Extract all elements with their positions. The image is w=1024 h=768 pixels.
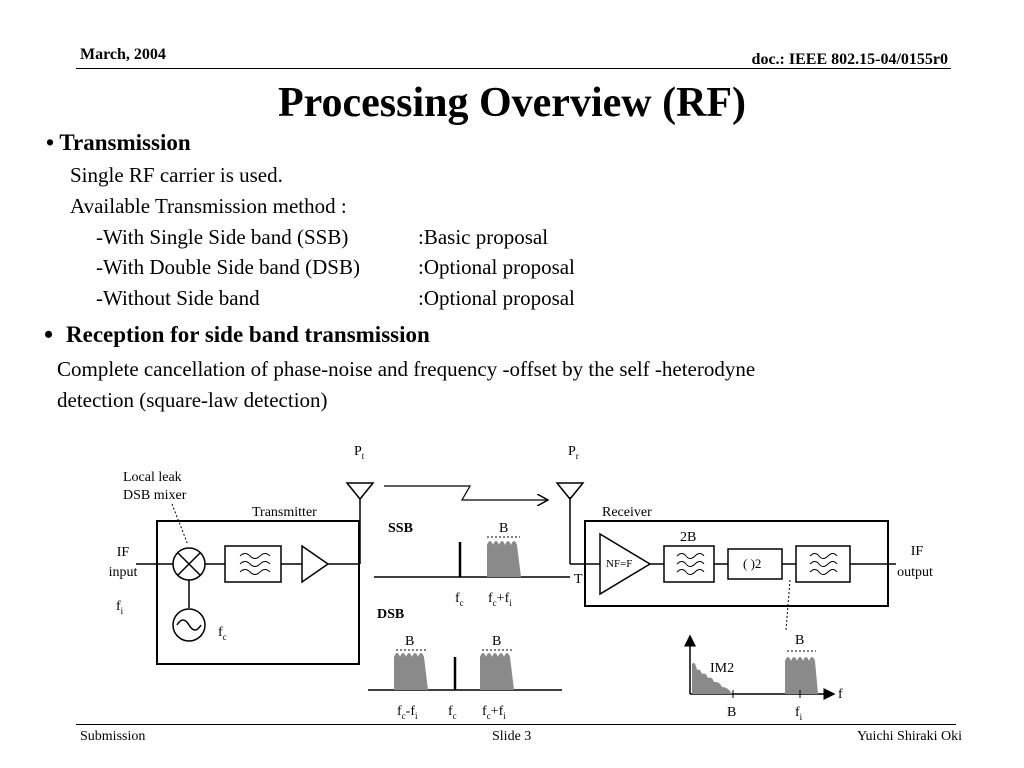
filter-pointer-line — [785, 579, 791, 631]
dsb-b-label: B — [492, 634, 501, 649]
method-name: -With Double Side band (DSB) — [96, 255, 360, 279]
bandpass-filter-2b-icon — [663, 545, 715, 583]
ssb-b-label: B — [499, 521, 508, 536]
header-doc-id: doc.: IEEE 802.15-04/0155r0 — [751, 51, 948, 68]
dsb-upper-sideband — [480, 653, 514, 690]
dsb-lower-sideband — [394, 653, 428, 690]
dsb-mixer-label: DSB mixer — [123, 488, 187, 503]
transmission-line: Available Transmission method : — [70, 194, 347, 218]
pt-label: Pt — [354, 444, 365, 461]
transmitter-box — [156, 520, 360, 665]
transmission-heading-text: Transmission — [59, 130, 191, 155]
reception-heading: Reception for side band transmission — [66, 322, 430, 347]
method-desc: :Optional proposal — [418, 286, 575, 310]
output-filter-icon — [795, 545, 851, 583]
fi-input-label: fi — [116, 599, 124, 616]
oscillator-icon — [172, 608, 206, 642]
leak-pointer-line — [171, 503, 189, 546]
if-output-label: output — [897, 565, 933, 580]
header-date: March, 2004 — [80, 46, 166, 63]
ssb-label: SSB — [388, 521, 413, 536]
header-divider — [76, 68, 951, 69]
filter-2b-label: 2B — [680, 530, 696, 545]
reception-bullet: • — [44, 320, 54, 349]
method-desc: :Basic proposal — [418, 225, 549, 249]
nf-label: NF=F — [606, 558, 632, 570]
if-input-label: input — [109, 565, 138, 580]
transmission-line: Single RF carrier is used. — [70, 163, 283, 187]
pr-label: Pr — [568, 444, 579, 461]
wireless-path-arrow — [384, 485, 548, 500]
fc-label: fc — [455, 591, 464, 608]
fi-axis-label: fi — [795, 705, 803, 722]
local-leak-label: Local leak — [123, 470, 182, 485]
dsb-label: DSB — [377, 607, 404, 622]
reception-line: detection (square-law detection) — [57, 388, 328, 412]
fc-plus-fi-label: fc+fi — [488, 591, 512, 608]
dsb-b-label: B — [405, 634, 414, 649]
tx-antenna-icon — [345, 482, 375, 501]
lna-amplifier-icon — [599, 532, 652, 596]
ssb-sideband — [487, 541, 521, 577]
bandpass-filter-icon — [224, 545, 282, 583]
method-name: -With Single Side band (SSB) — [96, 225, 349, 249]
transmission-bullet: • — [46, 130, 55, 155]
im2-spectrum — [692, 662, 732, 694]
square-law-detector — [727, 548, 783, 580]
amplifier-icon — [301, 544, 330, 584]
footer-submission: Submission — [80, 729, 146, 744]
if-output-label: IF — [911, 544, 924, 559]
method-name: -Without Side band — [96, 286, 260, 310]
fc-minus-fi-label: fc-fi — [397, 704, 418, 721]
t-label: T — [574, 572, 583, 587]
if-input-label: IF — [117, 545, 130, 560]
b-axis-label: B — [727, 705, 736, 720]
footer-author: Yuichi Shiraki Oki — [857, 729, 962, 744]
transmission-heading: • Transmission — [46, 130, 191, 156]
method-desc: :Optional proposal — [418, 255, 575, 279]
im2-label: IM2 — [710, 661, 734, 676]
square-law-label: ( )2 — [743, 556, 761, 571]
transmitter-label: Transmitter — [252, 505, 317, 520]
footer-slide-number: Slide 3 — [492, 729, 532, 744]
receiver-label: Receiver — [602, 505, 652, 520]
footer-divider — [76, 724, 956, 725]
fc-osc-label: fc — [218, 625, 227, 642]
slide-title: Processing Overview (RF) — [277, 80, 747, 126]
if-signal-spectrum — [785, 657, 818, 694]
reception-line: Complete cancellation of phase-noise and… — [57, 357, 756, 381]
f-axis-label: f — [838, 687, 843, 702]
fc-label: fc — [448, 704, 457, 721]
mixer-icon — [172, 547, 206, 581]
rx-antenna-icon — [555, 482, 585, 501]
fc-plus-fi-label: fc+fi — [482, 704, 506, 721]
if-b-label: B — [795, 633, 804, 648]
